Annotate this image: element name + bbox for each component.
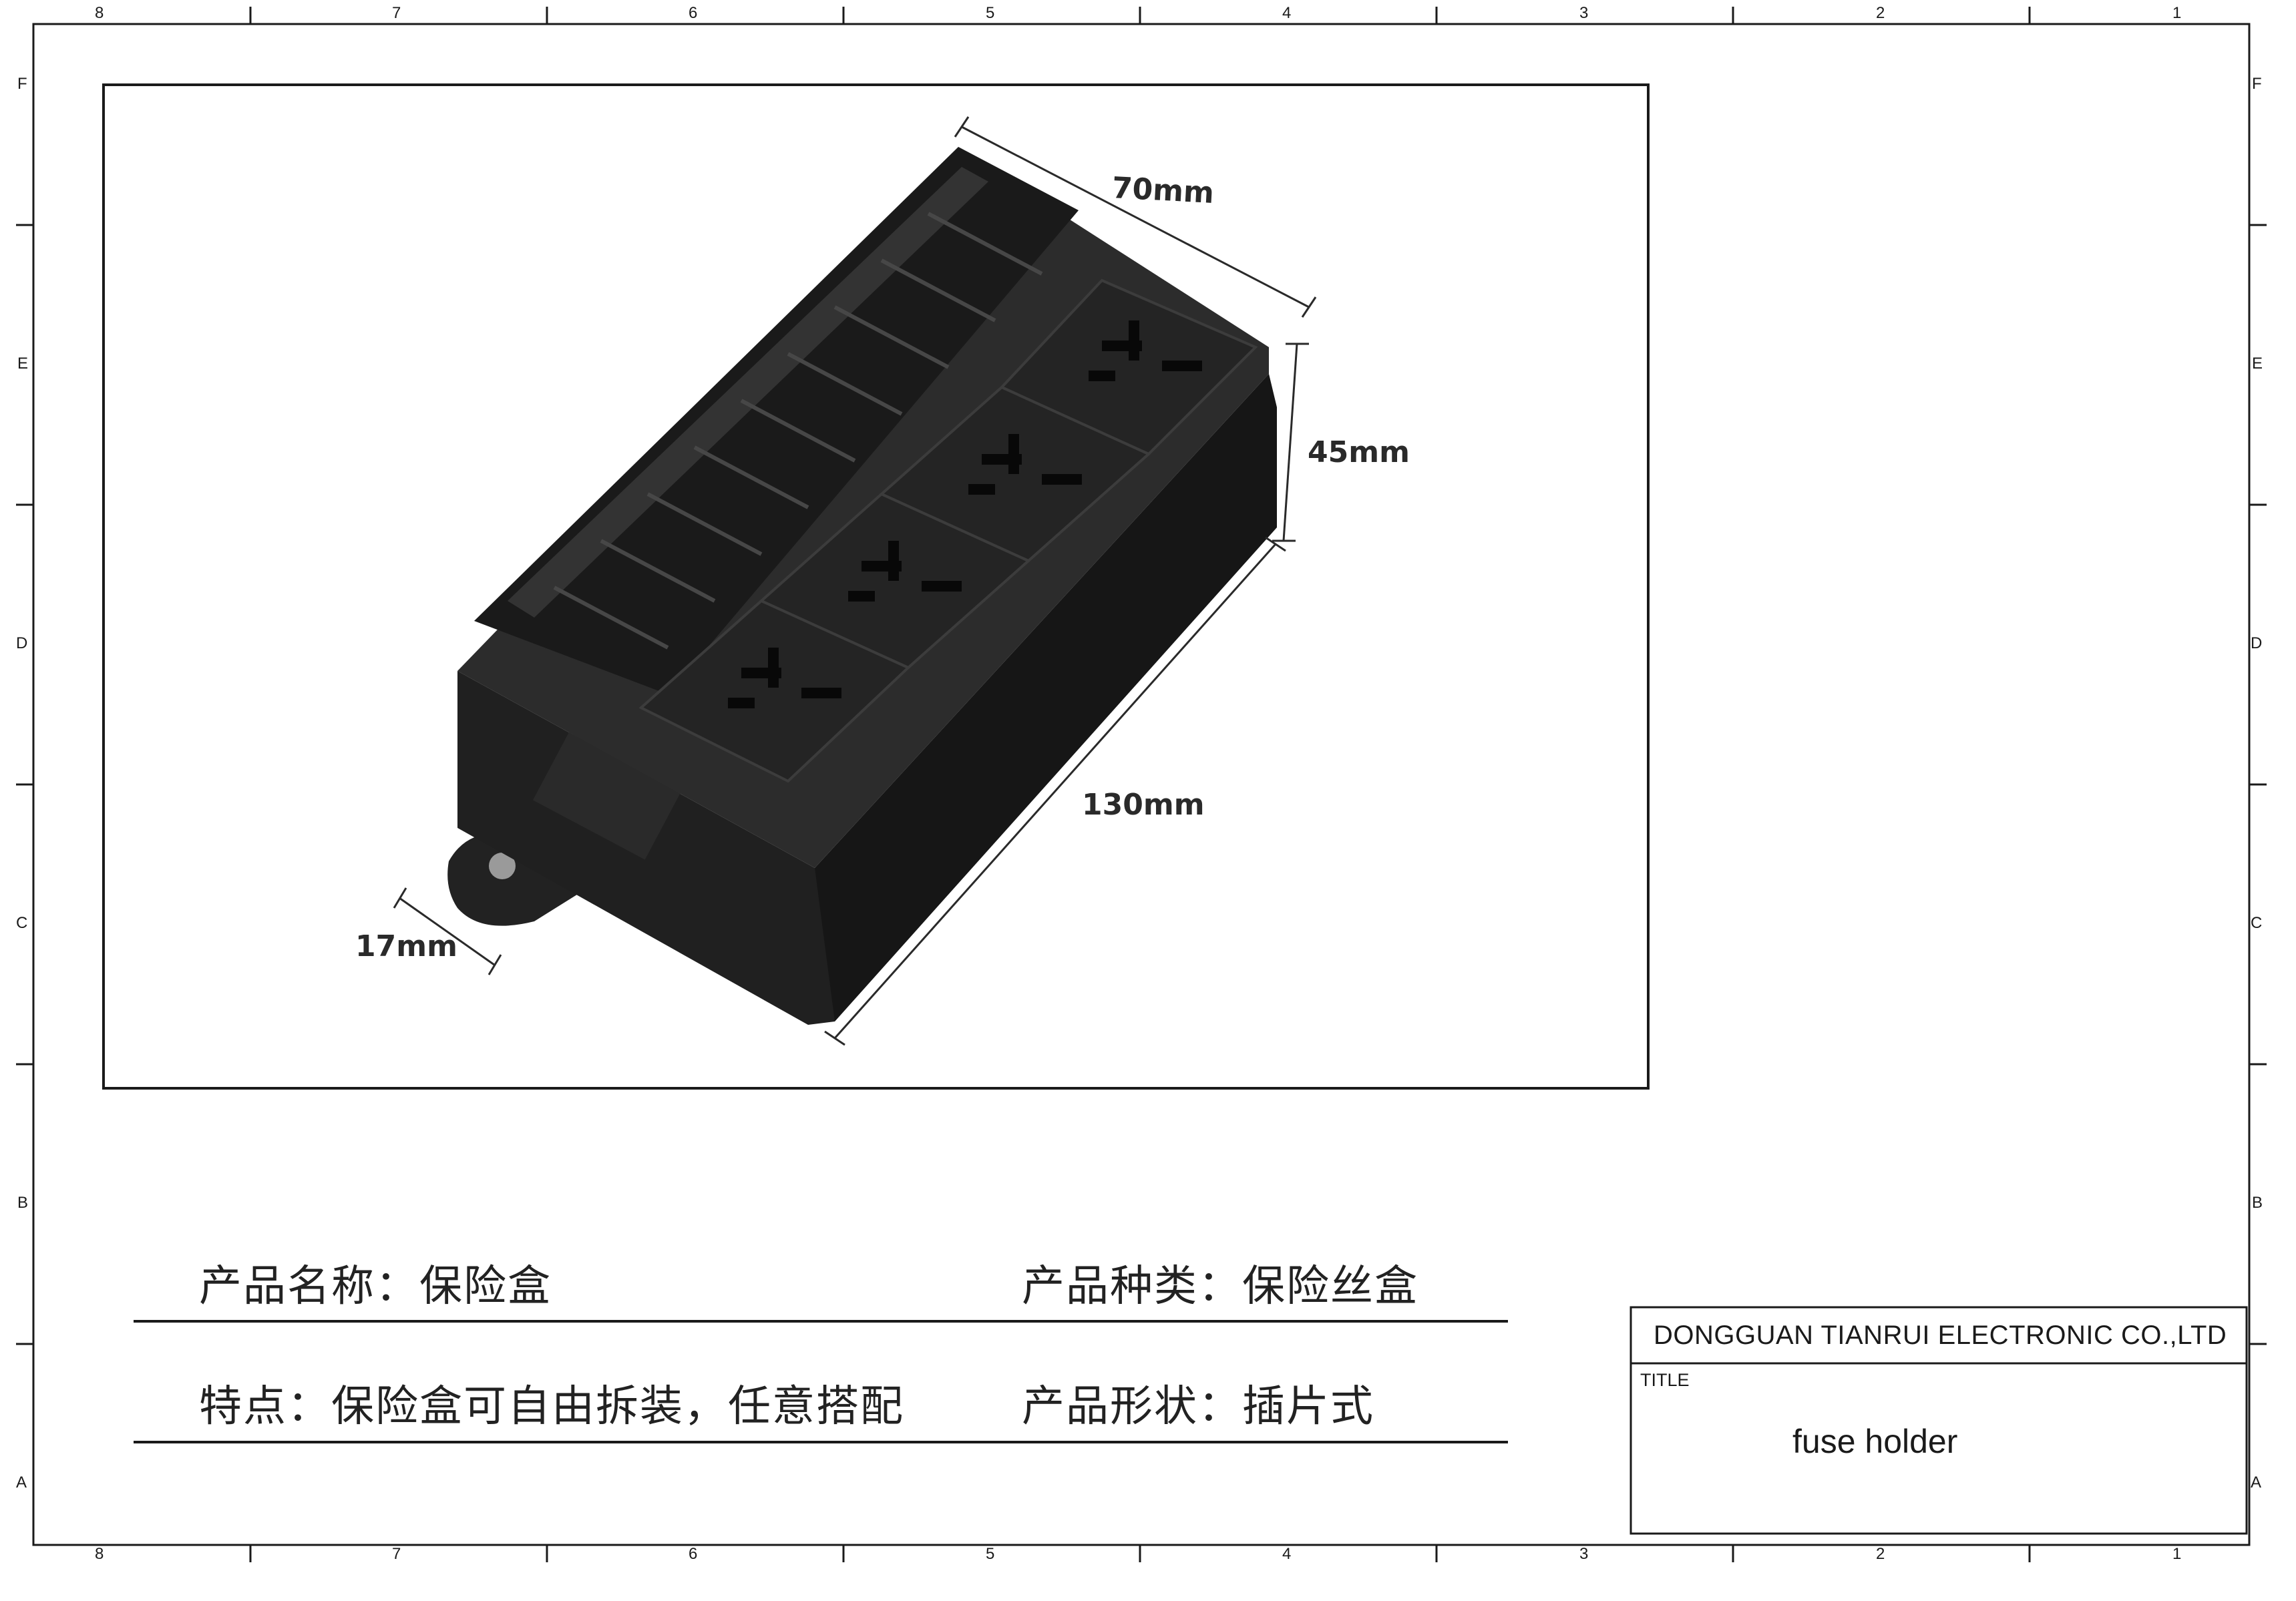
title-caption: TITLE xyxy=(1640,1370,1690,1390)
zone-row-label: F xyxy=(17,75,27,93)
zone-col-label: 6 xyxy=(689,1545,698,1563)
dim-line-tab xyxy=(399,897,495,966)
zone-col-label: 7 xyxy=(392,4,401,22)
relay-pin-slots xyxy=(728,320,1202,708)
zone-ticks-vertical xyxy=(16,224,2267,1345)
zone-col-label: 4 xyxy=(1282,1545,1292,1563)
zone-col-label: 3 xyxy=(1579,1545,1589,1563)
zone-row-label: D xyxy=(16,634,28,652)
dim-line-height xyxy=(1282,343,1298,541)
box-right-face xyxy=(815,374,1277,1021)
dim-line-width xyxy=(961,126,1310,308)
zone-col-label: 8 xyxy=(95,4,104,22)
zone-col-label: 3 xyxy=(1579,4,1589,22)
company-name: DONGGUAN TIANRUI ELECTRONIC CO.,LTD xyxy=(1654,1321,2227,1350)
zone-row-label: E xyxy=(2252,355,2263,373)
zone-col-label: 1 xyxy=(2172,4,2182,22)
zone-row-label: B xyxy=(17,1194,29,1212)
fuse-box-illustration xyxy=(447,147,1277,1025)
dim-label-length: 130mm xyxy=(1082,788,1205,822)
product-category: 产品种类：保险丝盒 xyxy=(1022,1262,1418,1311)
dim-label-height: 45mm xyxy=(1308,435,1410,469)
zone-col-label: 4 xyxy=(1282,4,1292,22)
zone-row-label: E xyxy=(17,355,29,373)
zone-row-label: A xyxy=(2251,1473,2262,1492)
product-name: 产品名称：保险盒 xyxy=(199,1262,552,1311)
zone-col-label: 7 xyxy=(392,1545,401,1563)
dimension-lines xyxy=(393,116,1317,1046)
zone-ticks-horizontal xyxy=(249,7,2031,1562)
zone-row-label: A xyxy=(16,1473,27,1492)
zone-col-label: 6 xyxy=(689,4,698,22)
zone-col-label: 8 xyxy=(95,1545,104,1563)
title-block xyxy=(1630,1306,2248,1535)
zone-col-label: 2 xyxy=(1876,1545,1885,1563)
dim-label-tab: 17mm xyxy=(355,929,457,963)
dim-label-width: 70mm xyxy=(1111,171,1215,210)
dim-line-length xyxy=(833,543,1277,1039)
title-value: fuse holder xyxy=(1792,1423,1958,1460)
product-features: 特点：保险盒可自由拆装，任意搭配 xyxy=(199,1382,904,1431)
zone-col-label: 2 xyxy=(1876,4,1885,22)
zone-col-label: 5 xyxy=(986,1545,995,1563)
zone-row-label: F xyxy=(2252,75,2262,93)
zone-col-label: 1 xyxy=(2172,1545,2182,1563)
front-clip xyxy=(532,732,681,860)
product-shape: 产品形状：插片式 xyxy=(1022,1382,1374,1431)
zone-row-label: D xyxy=(2251,634,2263,652)
zone-row-label: C xyxy=(2251,914,2263,932)
zone-row-label: B xyxy=(2252,1194,2263,1212)
mounting-hole xyxy=(489,853,516,879)
zone-col-label: 5 xyxy=(986,4,995,22)
fuse-slot-ribs xyxy=(553,212,1043,650)
zone-row-label: C xyxy=(16,914,28,932)
